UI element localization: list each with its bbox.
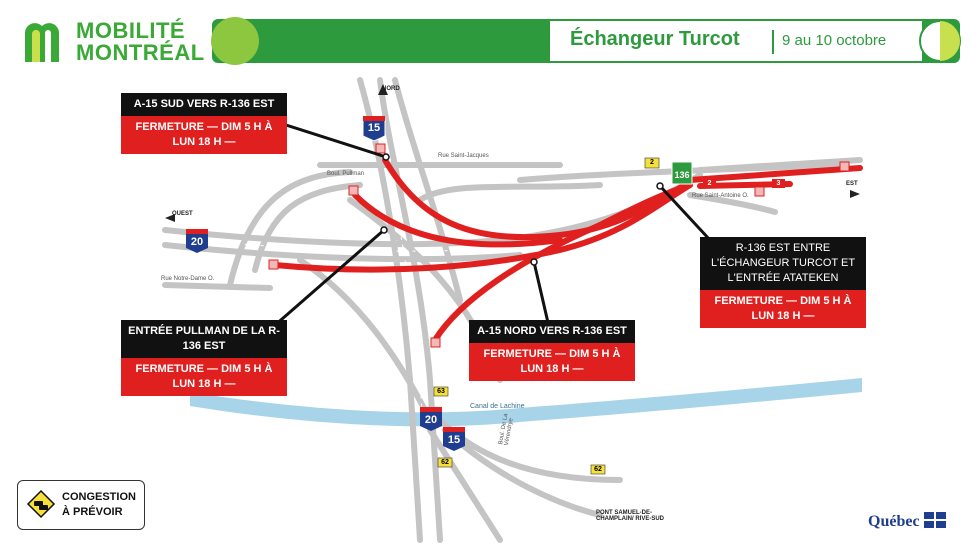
mobilite-montreal-logo: MOBILITÉ MONTRÉAL <box>18 16 218 68</box>
canal-de-lachine <box>190 378 862 427</box>
label-pont-champlain: PONT SAMUEL-DE-CHAMPLAIN/ RIVE-SUD <box>596 510 665 522</box>
callout-a15-sud-title: A-15 SUD VERS R-136 EST <box>121 93 287 116</box>
callout-pullman: ENTRÉE PULLMAN DE LA R-136 EST FERMETURE… <box>121 320 287 396</box>
r2-number-north: 2 <box>650 159 654 166</box>
a20-shield-west-icon <box>186 229 208 253</box>
header-date: 9 au 10 octobre <box>782 32 887 49</box>
label-rue-saint-jacques: Rue Saint-Jacques <box>438 153 489 159</box>
r62-number-b: 62 <box>594 466 602 473</box>
r3-number: 3 <box>776 180 781 187</box>
closure-markers <box>268 143 850 348</box>
callout-pullman-title: ENTRÉE PULLMAN DE LA R-136 EST <box>121 320 287 358</box>
callout-r136: R-136 EST ENTRE L'ÉCHANGEUR TURCOT ET L'… <box>700 237 866 328</box>
label-boul-pullman: Boul. Pullman <box>327 171 365 177</box>
label-est: EST <box>846 181 858 187</box>
legend-text: CONGESTION À PRÉVOIR <box>62 491 136 518</box>
callout-a15-sud-closure: FERMETURE — DIM 5 H À LUN 18 H — <box>121 116 287 154</box>
callout-r136-title: R-136 EST ENTRE L'ÉCHANGEUR TURCOT ET L'… <box>700 237 866 290</box>
callout-a15-nord-closure: FERMETURE — DIM 5 H À LUN 18 H — <box>469 343 635 381</box>
r2-number: 2 <box>707 180 712 187</box>
quebec-wordmark: Québec <box>868 513 920 530</box>
a15-shield-north-icon <box>362 116 386 142</box>
quebec-flag-icon <box>923 512 946 528</box>
a20-shield-south-icon <box>420 407 442 431</box>
callout-a15-nord: A-15 NORD VERS R-136 EST FERMETURE — DIM… <box>469 320 635 381</box>
congestion-warning-icon <box>26 489 56 519</box>
page-title: Échangeur Turcot <box>570 28 740 50</box>
closed-ramps <box>272 157 863 343</box>
a20-west-number: 20 <box>190 236 204 248</box>
a15-south-number: 15 <box>447 434 461 446</box>
r62-number-a: 62 <box>441 459 449 466</box>
label-nord: NORD <box>382 86 400 92</box>
route-shields-small <box>433 157 785 475</box>
label-ouest: OUEST <box>172 211 193 217</box>
callout-pullman-closure: FERMETURE — DIM 5 H À LUN 18 H — <box>121 358 287 396</box>
a20-south-number: 20 <box>424 414 438 426</box>
r63-number: 63 <box>437 388 445 395</box>
quebec-logo: Québec <box>868 512 946 531</box>
a15-shield-south-icon <box>443 427 465 451</box>
legend-congestion: CONGESTION À PRÉVOIR <box>17 480 145 530</box>
label-rue-notre-dame: Rue Notre-Dame O. <box>161 276 215 282</box>
r136-number: 136 <box>674 170 690 180</box>
brand-line2: MONTRÉAL <box>76 40 205 65</box>
brand-line1: MOBILITÉ <box>76 18 186 43</box>
callout-r136-closure: FERMETURE — DIM 5 H À LUN 18 H — <box>700 290 866 328</box>
a15-north-number: 15 <box>367 122 381 134</box>
direction-arrows <box>165 84 860 222</box>
label-canal: Canal de Lachine <box>470 403 525 410</box>
r136-shield-icon <box>671 161 693 185</box>
label-rue-saint-antoine: Rue Saint-Antoine O. <box>692 193 749 199</box>
header-separator <box>772 30 774 54</box>
callout-a15-nord-title: A-15 NORD VERS R-136 EST <box>469 320 635 343</box>
callout-a15-sud: A-15 SUD VERS R-136 EST FERMETURE — DIM … <box>121 93 287 154</box>
road-lane-markings <box>164 79 511 541</box>
m-logo-icon <box>25 23 59 63</box>
